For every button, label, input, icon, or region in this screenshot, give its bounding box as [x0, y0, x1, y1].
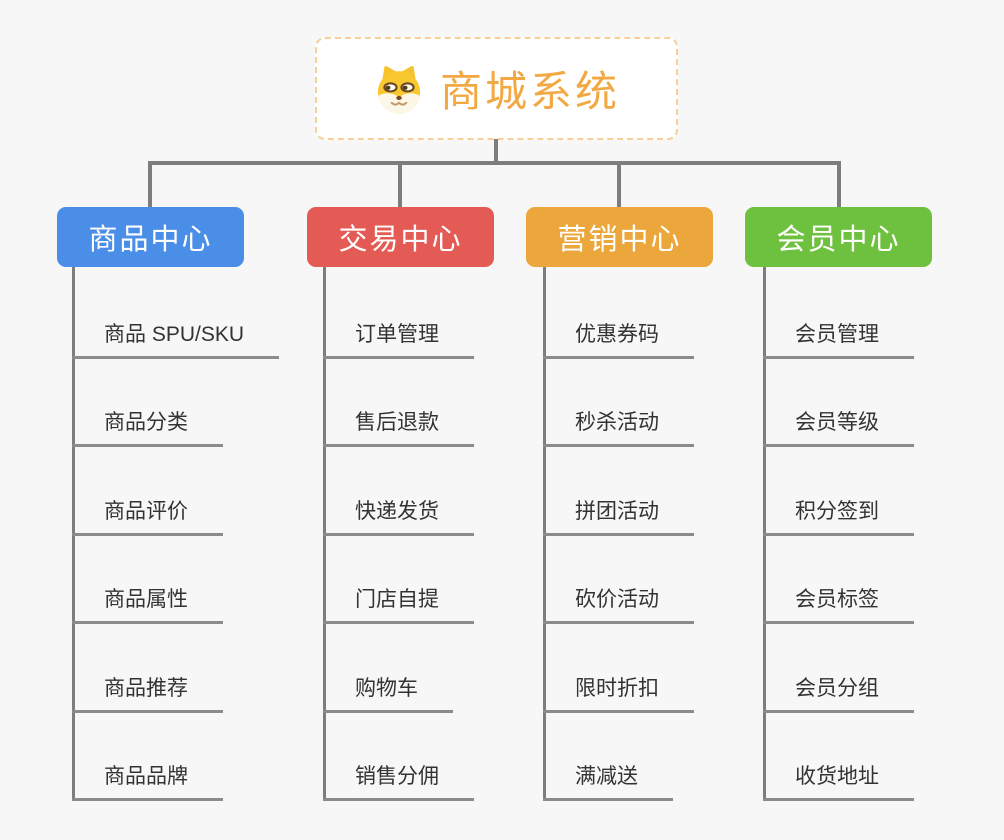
- leaf-item[interactable]: 商品品牌: [72, 762, 223, 801]
- leaf-item[interactable]: 会员标签: [763, 585, 914, 624]
- leaf-item[interactable]: 会员等级: [763, 408, 914, 447]
- leaf-item[interactable]: 商品评价: [72, 497, 223, 536]
- connector-root-drop: [494, 139, 498, 165]
- leaf-item[interactable]: 商品分类: [72, 408, 223, 447]
- branch-node-trade-center[interactable]: 交易中心: [307, 207, 494, 267]
- leaf-item[interactable]: 门店自提: [323, 585, 474, 624]
- leaf-item[interactable]: 砍价活动: [543, 585, 694, 624]
- root-node[interactable]: 商城系统: [315, 37, 678, 140]
- leaf-item[interactable]: 订单管理: [323, 320, 474, 359]
- leaf-item[interactable]: 积分签到: [763, 497, 914, 536]
- leaf-item[interactable]: 商品属性: [72, 585, 223, 624]
- root-title: 商城系统: [439, 68, 620, 115]
- connector-drop: [617, 163, 621, 207]
- leaf-item[interactable]: 销售分佣: [323, 762, 474, 801]
- leaf-item[interactable]: 快递发货: [323, 497, 474, 536]
- leaf-item[interactable]: 售后退款: [323, 408, 474, 447]
- leaf-item[interactable]: 购物车: [323, 674, 453, 713]
- dog-icon: [373, 63, 425, 115]
- leaf-item[interactable]: 商品 SPU/SKU: [72, 320, 280, 359]
- branch-node-member-center[interactable]: 会员中心: [745, 207, 932, 267]
- connector-drop: [398, 163, 402, 207]
- branch-node-marketing-center[interactable]: 营销中心: [526, 207, 713, 267]
- leaf-item[interactable]: 秒杀活动: [543, 408, 694, 447]
- leaf-item[interactable]: 拼团活动: [543, 497, 694, 536]
- connector-drop: [837, 163, 841, 207]
- leaf-item[interactable]: 优惠券码: [543, 320, 694, 359]
- leaf-item[interactable]: 会员管理: [763, 320, 914, 359]
- branch-node-product-center[interactable]: 商品中心: [57, 207, 244, 267]
- connector-drop: [148, 163, 152, 207]
- leaf-item[interactable]: 收货地址: [763, 762, 914, 801]
- leaf-item[interactable]: 商品推荐: [72, 674, 223, 713]
- leaf-item[interactable]: 会员分组: [763, 674, 914, 713]
- leaf-item[interactable]: 限时折扣: [543, 674, 694, 713]
- connector-bus: [148, 161, 841, 165]
- leaf-item[interactable]: 满减送: [543, 762, 673, 801]
